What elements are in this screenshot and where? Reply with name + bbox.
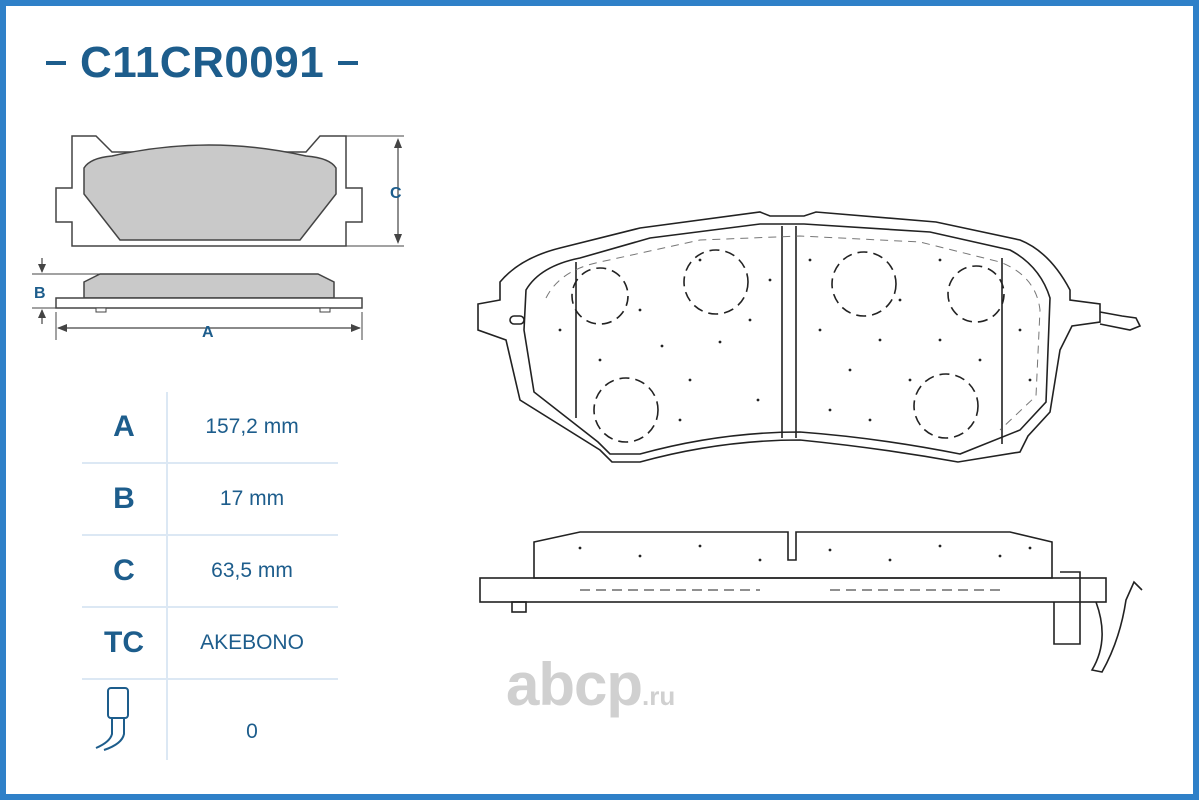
pad-front-circles: [571, 249, 1005, 443]
spec-value: 17 mm: [219, 487, 285, 510]
watermark: abcp.ru: [506, 650, 675, 719]
table-divider: [166, 392, 168, 760]
spec-row-a: A 157,2 mm: [82, 392, 338, 464]
pad-side-drawing: [479, 531, 1143, 673]
spec-value: 0: [246, 720, 258, 743]
watermark-tld: .ru: [642, 681, 676, 711]
product-code: C11CR0091: [80, 38, 325, 87]
spec-row-b: B 17 mm: [82, 464, 338, 536]
dimension-label-c: C: [390, 185, 402, 202]
sensor-icon: [95, 687, 129, 751]
pad-front-drawing: [477, 211, 1142, 463]
dimension-label-a: A: [202, 324, 214, 341]
schematic-side-pad: [83, 273, 335, 299]
spec-row-sensor: 0: [82, 680, 338, 784]
schematic-friction-pad: [83, 144, 337, 241]
title-dash-left: [46, 61, 66, 65]
spec-key: A: [113, 410, 135, 443]
watermark-brand: abcp: [506, 651, 643, 718]
spec-value: 157,2 mm: [205, 415, 299, 438]
spec-key: C: [113, 554, 135, 587]
spec-row-tc: TC AKEBONO: [82, 608, 338, 680]
spec-key: TC: [104, 626, 144, 659]
product-title: C11CR0091: [46, 38, 359, 88]
pad-side-speckles: [578, 544, 1032, 562]
dimension-label-b: B: [34, 285, 46, 302]
spec-value: AKEBONO: [200, 631, 304, 654]
pad-front-speckles: [558, 258, 1032, 422]
spec-table: A 157,2 mm B 17 mm C 63,5 mm TC AKEBONO …: [82, 392, 338, 784]
schematic-side-plate: [55, 297, 363, 309]
title-dash-right: [338, 61, 359, 65]
spec-key: B: [113, 482, 135, 515]
spec-value: 63,5 mm: [211, 559, 293, 582]
spec-row-c: C 63,5 mm: [82, 536, 338, 608]
